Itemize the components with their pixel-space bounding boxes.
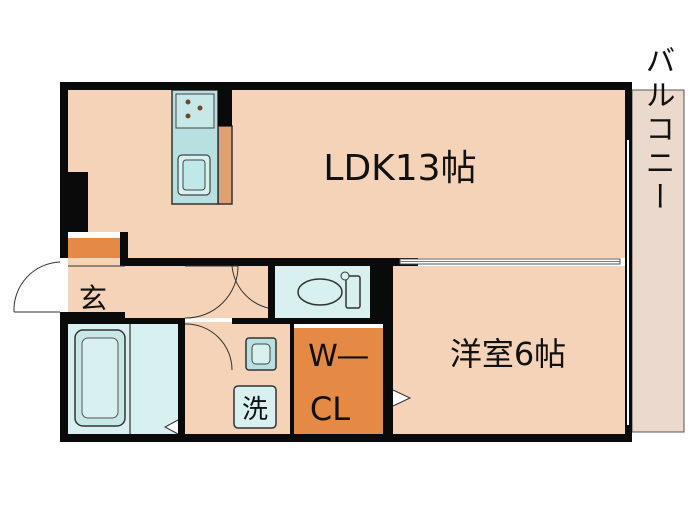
- kitchen-counter: [217, 125, 233, 205]
- walk-in-closet-label-top: W―: [308, 339, 368, 374]
- doors: [13, 140, 629, 435]
- washing-machine-space: [233, 385, 277, 429]
- ldk-label: LDK13帖: [323, 148, 476, 189]
- wall-bath-right: [178, 318, 185, 440]
- wall-toilet-right: [370, 262, 393, 322]
- laundry-label: 洗: [242, 395, 268, 425]
- wall-entrance-top: [120, 232, 128, 266]
- door-swing-icon: [184, 323, 233, 371]
- toilet-flush: [340, 271, 350, 281]
- wall-left-pillar: [68, 172, 88, 232]
- balcony-label: バルコニー: [640, 45, 675, 215]
- toilet-tank: [345, 275, 361, 309]
- wall-bath-top: [60, 318, 185, 324]
- washbasin-bowl: [251, 343, 271, 365]
- door-swing-icon: [163, 419, 179, 435]
- walk-in-closet-label-bottom: CL: [310, 390, 350, 428]
- hall-floor: [125, 266, 275, 318]
- door-swing-icon: [231, 265, 269, 309]
- wall-entrance-bottom: [60, 312, 125, 320]
- entrance-floor: [68, 258, 126, 320]
- toilet-icon: [297, 278, 343, 306]
- bathroom: [74, 322, 131, 434]
- wall-toilet-left: [268, 266, 275, 318]
- entrance-label: 玄: [79, 282, 107, 315]
- western-room-floor: [393, 266, 625, 434]
- wall-closet-left: [290, 324, 294, 434]
- stove-icon: [175, 93, 215, 129]
- bathtub-inner: [81, 337, 119, 419]
- sink-basin: [182, 159, 206, 191]
- stove-burner: [197, 105, 203, 111]
- wall-left-upper: [60, 82, 68, 258]
- kitchen: [171, 89, 233, 205]
- door-swing-icon: [392, 389, 412, 407]
- wall-wash-top: [232, 318, 392, 324]
- wall-closet-right: [383, 318, 393, 434]
- wall-bottom: [60, 434, 632, 442]
- wall-top: [60, 82, 632, 90]
- toilet: [297, 271, 361, 309]
- wall-left-bath: [60, 318, 68, 440]
- door-swing-icon: [13, 261, 61, 313]
- walk-in-closet-floor: [293, 328, 383, 434]
- washroom: [233, 337, 277, 429]
- door-swing-icon: [184, 265, 239, 319]
- wall-kitchen-pillar: [218, 90, 232, 126]
- balcony-floor: [631, 89, 685, 433]
- stove-burner: [185, 113, 191, 119]
- wall-ldk-bottom: [128, 258, 418, 266]
- western-room-label: 洋室6帖: [450, 335, 566, 373]
- stove-burner: [185, 99, 191, 105]
- entrance-shoebox: [68, 238, 120, 258]
